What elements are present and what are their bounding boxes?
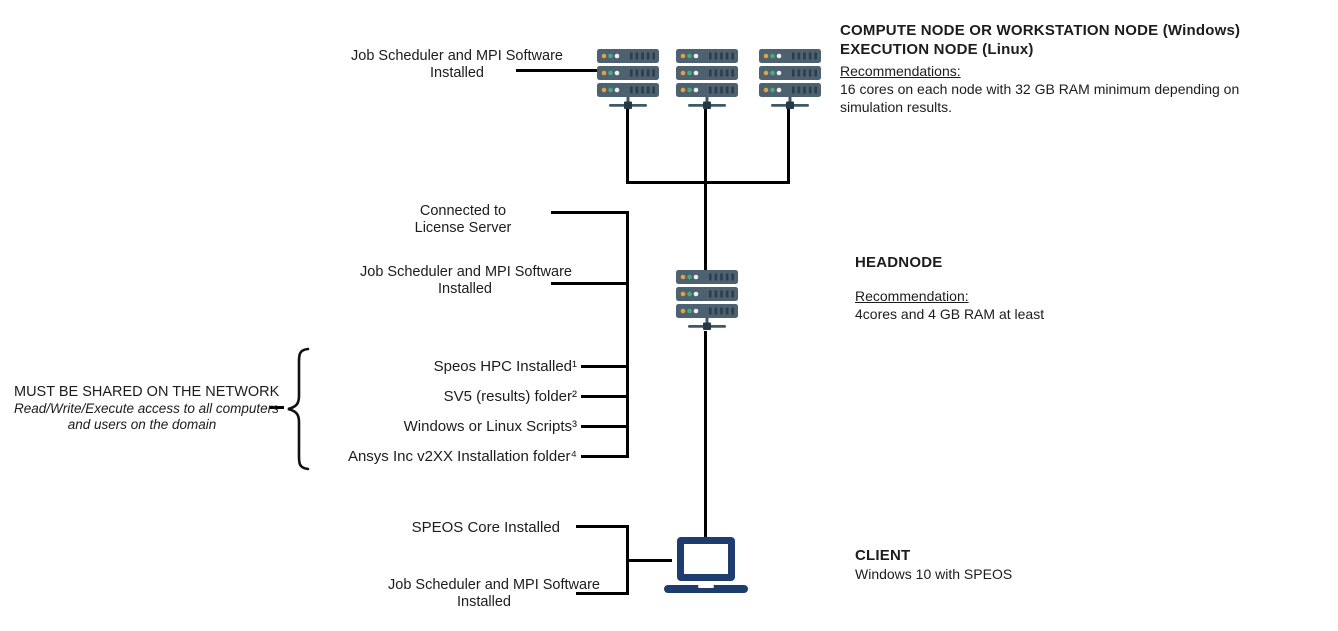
license-label-line2: License Server [414,220,512,236]
client-title: CLIENT [855,547,911,564]
speos-core-label: SPEOS Core Installed [411,519,560,536]
server-icon [676,49,738,109]
compute-info: COMPUTE NODE OR WORKSTATION NODE (Window… [840,21,1240,116]
connector-shared-dash [269,406,284,409]
connector-scheduler-label [551,282,629,285]
connector-compute-right-drop [787,106,790,184]
connector-license-label [551,211,629,214]
connector-item-ansys [581,455,629,458]
server-icon [597,49,659,109]
connector-headnode-to-client [704,331,707,539]
headnode-body: 4cores and 4 GB RAM at least [855,306,1045,322]
shared-item-speos: Speos HPC Installed¹ [433,358,577,375]
compute-info-body-line2: simulation results. [840,99,953,115]
curly-brace-icon [287,347,310,471]
headnode-scheduler-label-line1: Job Scheduler and MPI Software [360,264,572,280]
compute-label-line2: Installed [429,65,484,81]
client-scheduler-label: Job Scheduler and MPI Software Installed [388,577,600,611]
shared-network-note-line2: and users on the domain [67,417,217,432]
connector-client-scheduler-label [576,592,629,595]
laptop-icon [664,537,748,593]
license-label-line1: Connected to [419,203,507,219]
client-scheduler-label-line1: Job Scheduler and MPI Software [388,577,600,593]
server-icon [759,49,821,109]
shared-network-block: MUST BE SHARED ON THE NETWORK Read/Write… [14,383,280,433]
connector-speoscore-label [576,525,629,528]
connector-item-speos [581,365,629,368]
connector-client-laptop [626,559,672,562]
connector-compute-label-line [516,69,600,72]
connector-compute-bus [626,181,790,184]
headnode-title: HEADNODE [855,254,943,271]
shared-item-scripts: Windows or Linux Scripts³ [403,418,577,435]
connector-compute-mid-drop [704,106,707,270]
shared-item-ansys: Ansys Inc v2XX Installation folder⁴ [347,448,577,465]
compute-info-title-line2: EXECUTION NODE (Linux) [840,41,1034,58]
shared-network-heading: MUST BE SHARED ON THE NETWORK [14,384,280,400]
server-icon-headnode [676,270,738,330]
client-subtitle: Windows 10 with SPEOS [855,566,1013,582]
compute-info-heading: Recommendations: [840,63,961,79]
compute-info-body-line1: 16 cores on each node with 32 GB RAM min… [840,81,1240,97]
headnode-scheduler-label-line2: Installed [437,281,492,297]
connector-compute-left-drop [626,106,629,184]
compute-info-title-line1: COMPUTE NODE OR WORKSTATION NODE (Window… [840,22,1241,39]
compute-label: Job Scheduler and MPI Software Installed [350,48,564,82]
headnode-scheduler-label: Job Scheduler and MPI Software Installed [360,264,572,298]
connector-item-scripts [581,425,629,428]
connector-item-sv5 [581,395,629,398]
client-scheduler-label-line2: Installed [456,594,511,610]
headnode-heading: Recommendation: [855,288,969,304]
shared-item-sv5: SV5 (results) folder² [443,388,577,405]
compute-label-line1: Job Scheduler and MPI Software [351,48,563,64]
license-label: Connected to License Server [403,203,523,237]
shared-network-note-line1: Read/Write/Execute access to all compute… [14,401,279,416]
bracket-headnode-vertical [626,211,629,458]
